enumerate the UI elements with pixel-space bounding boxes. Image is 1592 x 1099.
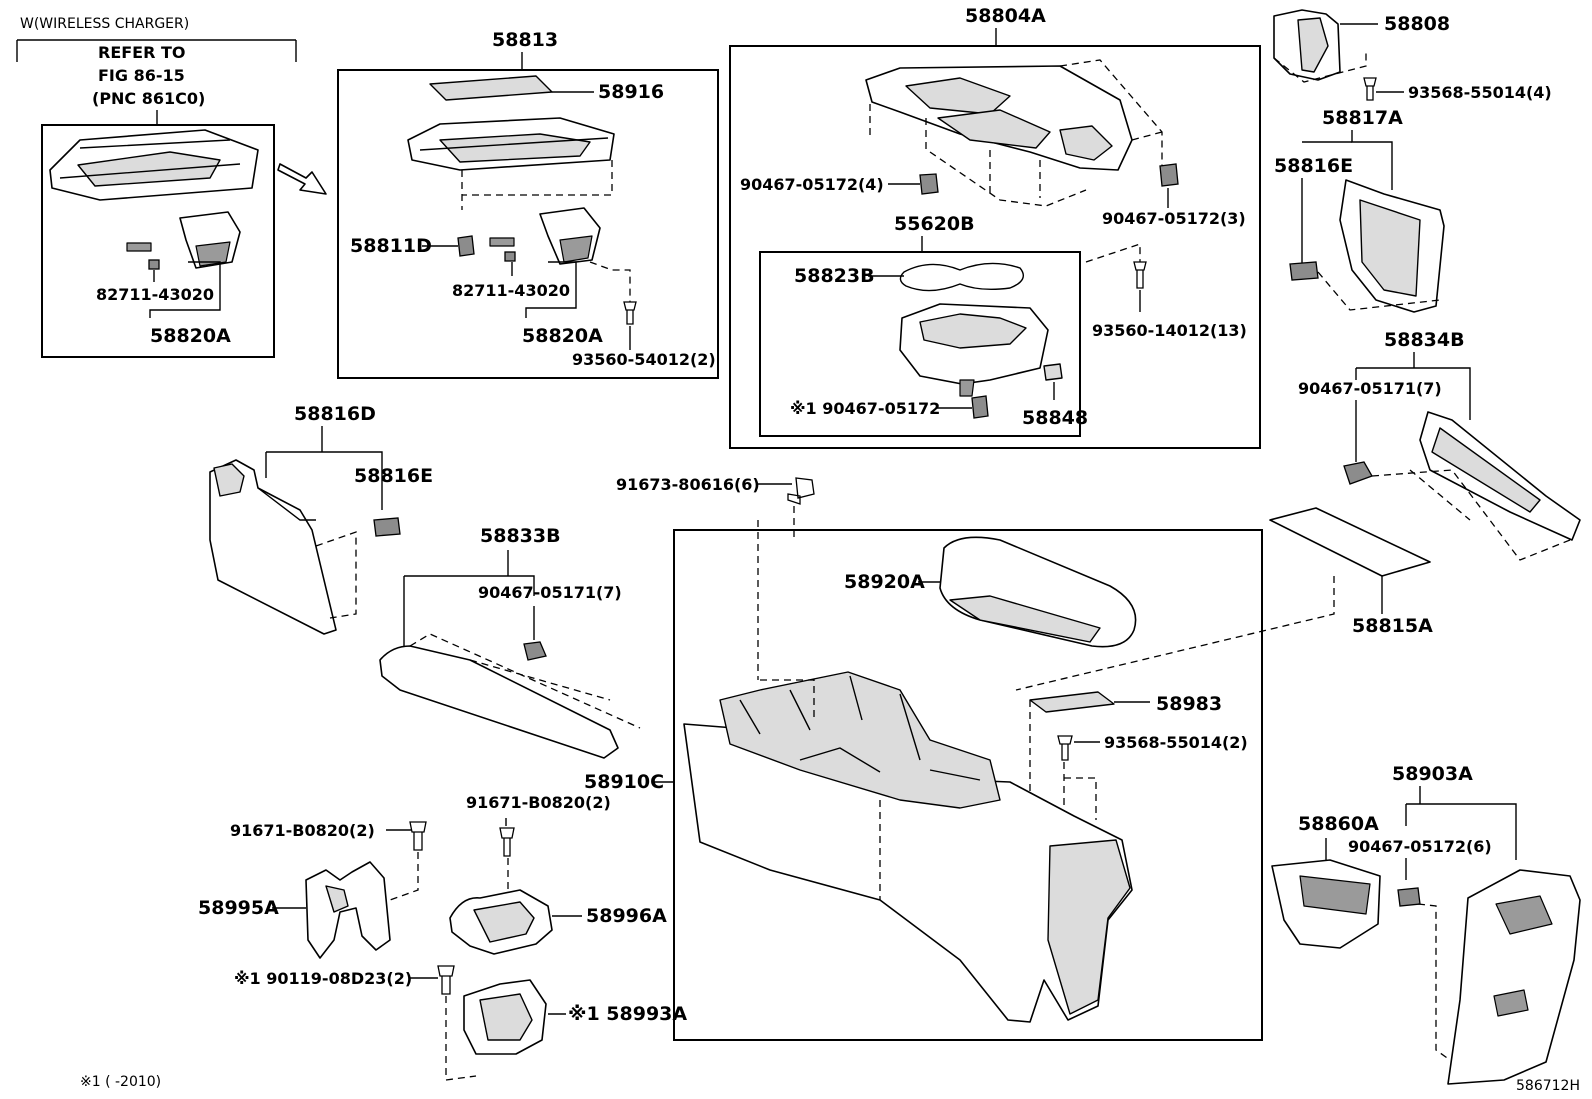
figure-code: 586712H bbox=[1516, 1078, 1580, 1094]
box-58804A bbox=[729, 45, 1261, 449]
mat-58815A-part bbox=[1269, 507, 1431, 577]
label-93560-54012: 93560-54012(2) bbox=[572, 350, 716, 369]
label-55620B: 55620B bbox=[894, 213, 975, 235]
box-55620B bbox=[759, 251, 1081, 437]
refer-line-2: FIG 86-15 bbox=[98, 66, 185, 85]
label-82711-43020-a: 82711-43020 bbox=[96, 285, 214, 304]
label-90467-05172-3: 90467-05172(3) bbox=[1102, 209, 1246, 228]
label-58996A: 58996A bbox=[586, 905, 667, 927]
label-91671-B0820-a: 91671-B0820(2) bbox=[230, 821, 375, 840]
clip-90467-05172-6-part bbox=[1397, 887, 1421, 907]
clip-58816E-mid-part bbox=[373, 517, 401, 537]
wireless-charger-box bbox=[41, 124, 275, 358]
box-58813 bbox=[337, 69, 719, 379]
bracket-group: 91671-B0820(2) 58995A 58996A ※1 90119-08… bbox=[198, 818, 687, 1081]
label-58860A: 58860A bbox=[1298, 813, 1379, 835]
label-58813: 58813 bbox=[492, 29, 558, 51]
box-main-console bbox=[673, 529, 1263, 1041]
rear-panel-group: 58903A 58860A 90467-05172(6) bbox=[1271, 763, 1581, 1085]
label-58817A: 58817A bbox=[1322, 107, 1403, 129]
clip-58811D-part bbox=[457, 235, 475, 257]
clip-90467-05171-7-b-part bbox=[523, 641, 547, 661]
mat-58815A-group: 58815A bbox=[1015, 507, 1433, 691]
screw-91673-80616-part bbox=[787, 477, 815, 505]
panel-58834B-group: 58834B 90467-05171(7) bbox=[1298, 329, 1581, 561]
panel-58833B-part bbox=[379, 645, 619, 759]
label-90467-05172-4: 90467-05172(4) bbox=[740, 175, 884, 194]
label-93568-55014-4: 93568-55014(4) bbox=[1408, 83, 1552, 102]
clip-90467-05172-x1-part bbox=[971, 395, 989, 419]
shift-boot-group: 58808 93568-55014(4) 58817A 58816E bbox=[1273, 9, 1552, 313]
screw-93568-55014-2-part bbox=[1057, 735, 1073, 761]
label-58823B: 58823B bbox=[794, 265, 875, 287]
clip-90467-05172-4-part bbox=[919, 173, 939, 195]
bracket-58995A-part bbox=[305, 861, 391, 959]
box-58813-group: 58813 58916 58811D 82711-43020 58820A 93… bbox=[337, 29, 719, 379]
label-58820A-a: 58820A bbox=[150, 325, 231, 347]
label-58804A: 58804A bbox=[965, 5, 1046, 27]
clip-90467-05171-7-a-part bbox=[1343, 461, 1373, 485]
screw-91671-B0820-b-part bbox=[499, 827, 515, 857]
label-58816E-mid: 58816E bbox=[354, 465, 433, 487]
wireless-charger-group: W(WIRELESS CHARGER) REFER TO FIG 86-15 (… bbox=[16, 16, 297, 358]
label-90467-05172-x1: ※1 90467-05172 bbox=[790, 399, 940, 418]
label-58833B: 58833B bbox=[480, 525, 561, 547]
label-58848: 58848 bbox=[1022, 407, 1088, 429]
label-93560-14012: 93560-14012(13) bbox=[1092, 321, 1247, 340]
pad-58916-part bbox=[429, 75, 553, 101]
label-58920A: 58920A bbox=[844, 571, 925, 593]
footnote: ※1 ( -2010) bbox=[80, 1074, 161, 1090]
label-58811D: 58811D bbox=[350, 235, 432, 257]
label-58816E-top: 58816E bbox=[1274, 155, 1353, 177]
label-58820A-b: 58820A bbox=[522, 325, 603, 347]
label-91673-80616: 91673-80616(6) bbox=[616, 475, 760, 494]
label-90467-05172-6: 90467-05172(6) bbox=[1348, 837, 1492, 856]
label-58808: 58808 bbox=[1384, 13, 1450, 35]
label-90467-05171-7-b: 90467-05171(7) bbox=[478, 583, 622, 602]
label-90119-08D23: ※1 90119-08D23(2) bbox=[234, 969, 412, 988]
label-82711-43020-b: 82711-43020 bbox=[452, 281, 570, 300]
label-93568-55014-2: 93568-55014(2) bbox=[1104, 733, 1248, 752]
label-58995A: 58995A bbox=[198, 897, 279, 919]
label-58993A: ※1 58993A bbox=[568, 1003, 687, 1025]
label-58815A: 58815A bbox=[1352, 615, 1433, 637]
label-91671-B0820-b: 91671-B0820(2) bbox=[466, 793, 611, 812]
label-58916: 58916 bbox=[598, 81, 664, 103]
gasket-58823B-part bbox=[899, 262, 1024, 292]
screw-93568-55014-4-part bbox=[1363, 77, 1377, 101]
refer-line-3: (PNC 861C0) bbox=[92, 89, 205, 108]
panel-58816D-part bbox=[209, 459, 337, 635]
lid-58983-part bbox=[1029, 691, 1115, 713]
label-58910C: 58910C bbox=[584, 771, 664, 793]
label-58816D: 58816D bbox=[294, 403, 376, 425]
box-58804A-group: 58804A 90467-05172(4) 90467-05172(3) 556… bbox=[729, 5, 1261, 449]
clip-90467-05172-3-part bbox=[1159, 163, 1179, 187]
screw-93560-54012-part bbox=[623, 301, 637, 325]
console-frame-part bbox=[719, 671, 1001, 809]
variant-arrow-icon bbox=[277, 163, 327, 195]
label-58983: 58983 bbox=[1156, 693, 1222, 715]
label-58834B: 58834B bbox=[1384, 329, 1465, 351]
clip-58848-part bbox=[1043, 363, 1063, 381]
panel-58833B-group: 58833B 90467-05171(7) bbox=[379, 525, 641, 759]
clip-58816E-top-part bbox=[1289, 261, 1319, 281]
refer-line-1: REFER TO bbox=[98, 43, 186, 62]
screw-93560-14012-part bbox=[1133, 261, 1147, 289]
screw-91671-B0820-a-part bbox=[409, 821, 427, 851]
panel-58816D-group: 58816D 58816E bbox=[209, 403, 433, 635]
main-console-group: 91673-80616(6) 58920A 58983 93568-55014(… bbox=[466, 475, 1263, 1041]
label-58903A: 58903A bbox=[1392, 763, 1473, 785]
label-90467-05171-7-a: 90467-05171(7) bbox=[1298, 379, 1442, 398]
variant-label: W(WIRELESS CHARGER) bbox=[20, 16, 189, 32]
screw-90119-08D23-part bbox=[437, 965, 455, 995]
